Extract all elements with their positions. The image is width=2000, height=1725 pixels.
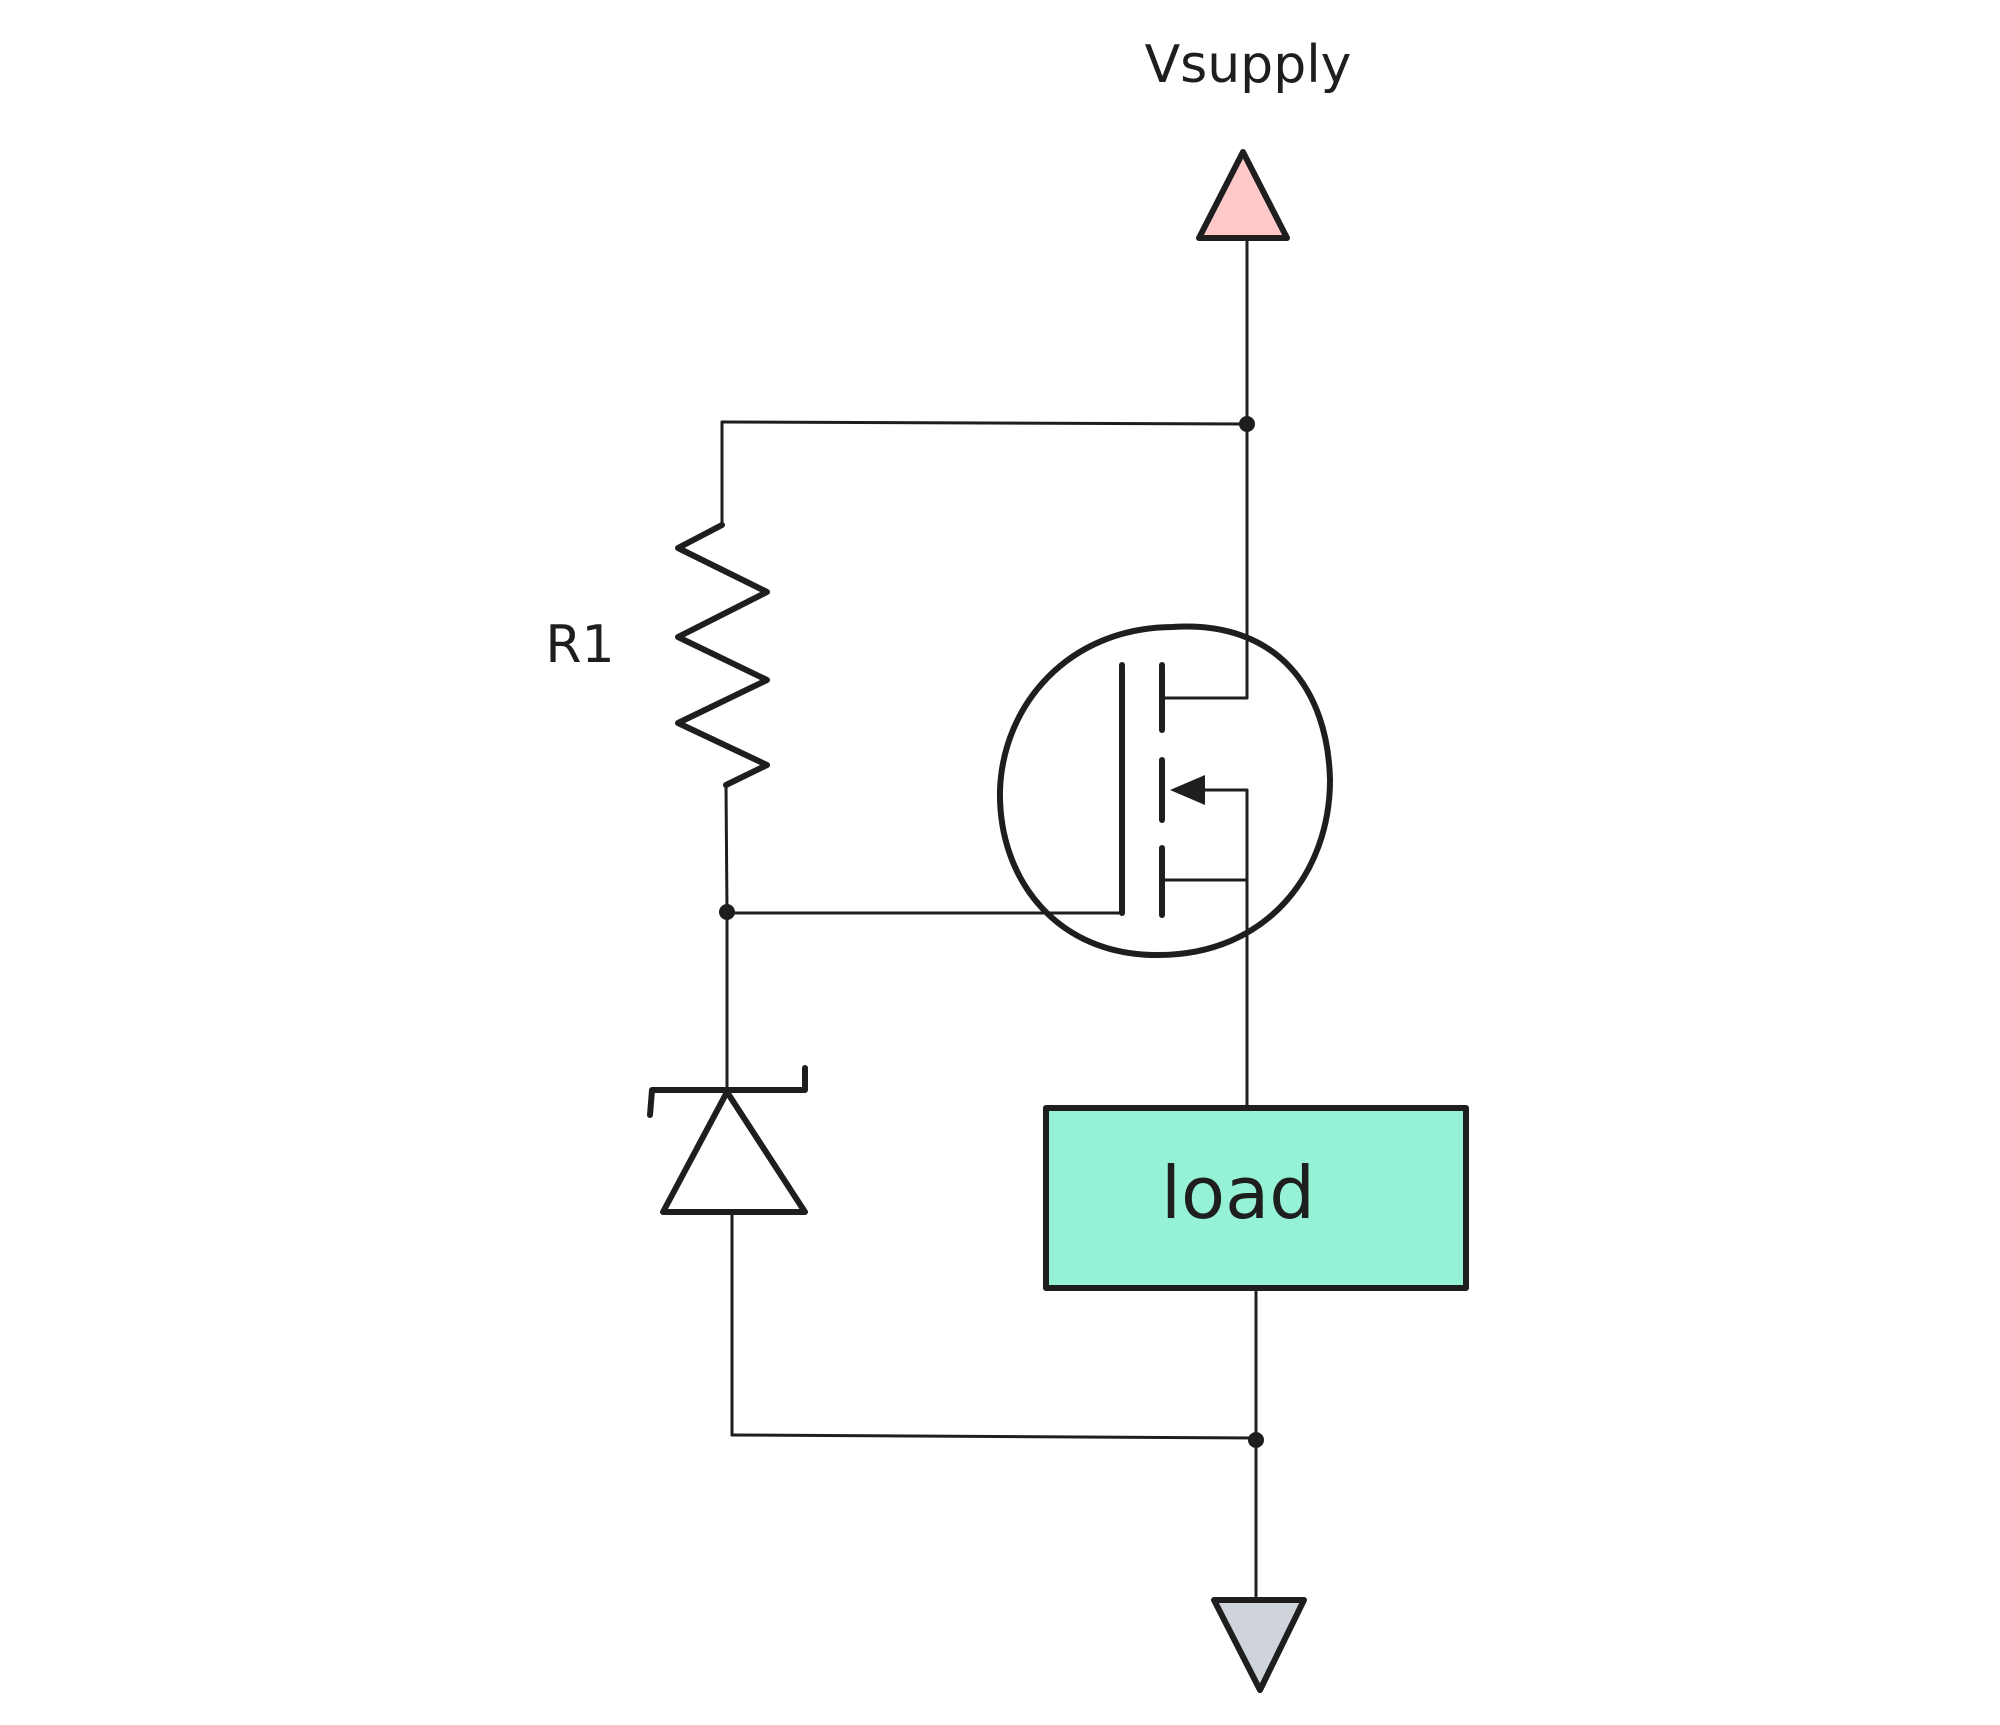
mosfet-body [996,623,1333,959]
top-wire [720,420,1249,426]
bottom-wire [730,1433,1258,1440]
body-arrow [1170,775,1205,805]
drain-wire [1160,422,1249,700]
ground-symbol [1211,1597,1307,1693]
resistor-label: R1 [545,615,614,675]
left-wire-mid [724,783,729,914]
resistor-r1 [675,522,770,788]
load-box [1043,1105,1469,1291]
body-wire [1195,788,1249,882]
supply-symbol [1196,149,1290,241]
zener-triangle [660,1089,808,1215]
supply-label: Vsupply [1145,35,1352,95]
load-label: load [1161,1151,1315,1235]
